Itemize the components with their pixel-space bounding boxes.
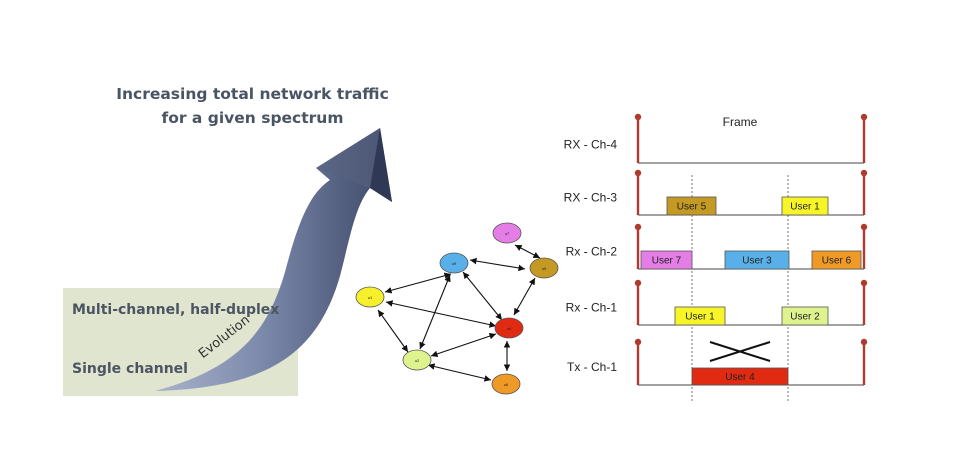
timeslot-label: User 4 [725,372,755,383]
evolution-arrow [155,128,392,391]
timeslot-user-7: User 7 [640,250,693,270]
frame-boundary-marker [860,223,868,231]
timeslot-user-3: User 3 [724,250,790,270]
frame-label: Frame [723,115,758,129]
graph-node-u4: u4 [494,317,524,339]
graph-node-u2: u2 [402,349,432,371]
frame-boundary-marker [634,169,642,177]
graph-node-u6: u6 [491,373,521,395]
graph-node-label: u6 [504,382,509,387]
graph-node-u1: u1 [355,286,385,308]
timeslot-user-2: User 2 [781,306,829,326]
timeslot-label: User 6 [822,256,852,267]
frame-boundary-marker [860,338,868,346]
network-graph-nodes: u7 u9 u5 u1 u4 u2 u6 [355,222,559,395]
graph-node-label: u2 [415,358,420,363]
channel-name: Rx - Ch-2 [566,245,618,259]
timeslot-user-1: User 1 [674,306,726,326]
graph-node-label: u1 [368,295,373,300]
frame-boundary-marker [634,279,642,287]
channel-name: Rx - Ch-1 [566,301,618,315]
timeslot-label: User 1 [790,202,820,213]
timeslot-label: User 2 [790,312,820,323]
graph-node-u7: u7 [492,222,522,244]
title-line-2: for a given spectrum [161,109,344,127]
graph-node-label: u9 [452,261,457,266]
blocked-cross-mark [709,341,771,362]
timeslot-user-5: User 5 [666,196,717,216]
timeslot-label: User 7 [652,256,682,267]
graph-node-label: u4 [507,326,512,331]
timeslot-user-4: User 4 [691,367,789,386]
title-line-1: Increasing total network traffic [116,85,389,103]
timeslot-label: User 1 [685,312,715,323]
frame-boundary-marker [634,223,642,231]
network-graph-edges [377,244,541,382]
frame-boundary-marker [860,169,868,177]
frame-boundary-marker [860,113,868,121]
graph-node-u9: u9 [439,252,469,274]
graph-node-label: u5 [542,266,547,271]
level-single-channel-label: Single channel [72,361,188,377]
frame-boundary-marker [634,338,642,346]
channel-name: RX - Ch-4 [564,137,618,151]
channel-row-1: RX - Ch-4 [564,113,868,164]
frame-boundary-marker [634,113,642,121]
timeslot-label: User 3 [742,256,772,267]
timeslot-user-6: User 6 [811,250,862,270]
graph-node-u5: u5 [529,257,559,279]
frame-boundary-marker [860,279,868,287]
timeslot-user-1: User 1 [781,196,829,216]
graph-node-label: u7 [505,231,510,236]
diagram-title: Increasing total network traffic for a g… [110,82,395,130]
channel-name: Tx - Ch-1 [567,360,617,374]
level-multi-channel-label: Multi-channel, half-duplex [72,302,280,318]
timeslot-label: User 5 [677,202,707,213]
channel-name: RX - Ch-3 [564,191,618,205]
